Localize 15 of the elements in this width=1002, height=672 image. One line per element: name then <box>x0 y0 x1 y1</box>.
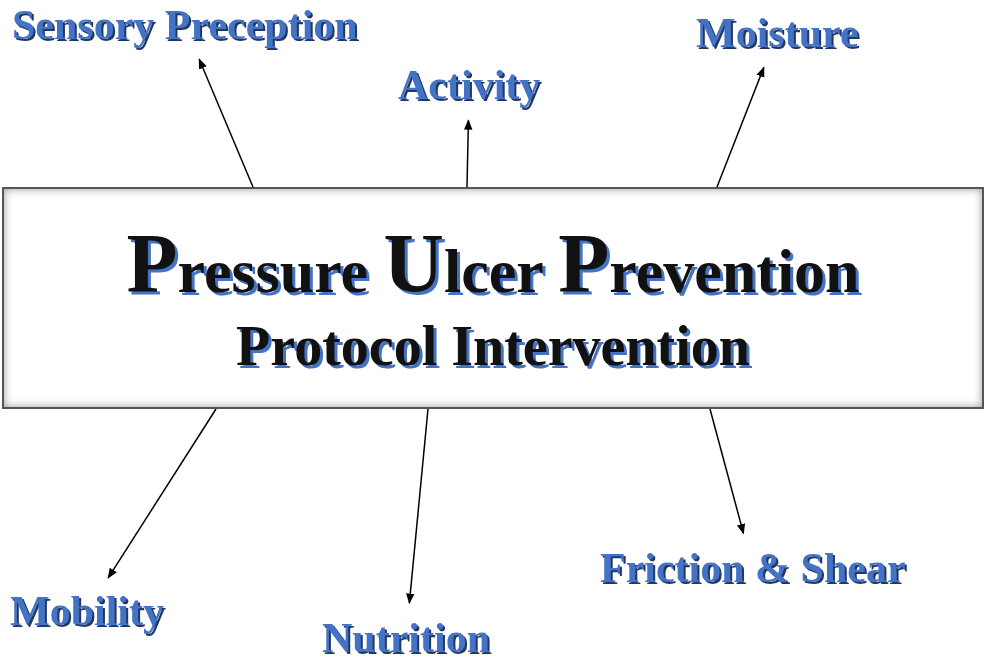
factor-label: Activity <box>398 62 541 109</box>
factor-label: Friction & Shear <box>600 545 906 592</box>
arrow <box>716 66 765 188</box>
arrow <box>406 408 429 605</box>
factor-label: Mobility <box>10 588 164 635</box>
arrow <box>709 408 746 535</box>
factor-label: Sensory Preception <box>12 2 358 49</box>
subtitle-text: Protocol Intervention <box>236 316 750 378</box>
arrow <box>198 58 254 188</box>
title-box <box>2 187 984 409</box>
arrow <box>464 119 473 188</box>
factor-label: Moisture <box>696 10 859 57</box>
title-text: Pressure Ulcer Prevention <box>126 218 860 311</box>
factor-label: Nutrition <box>322 615 490 662</box>
arrow <box>107 408 217 579</box>
